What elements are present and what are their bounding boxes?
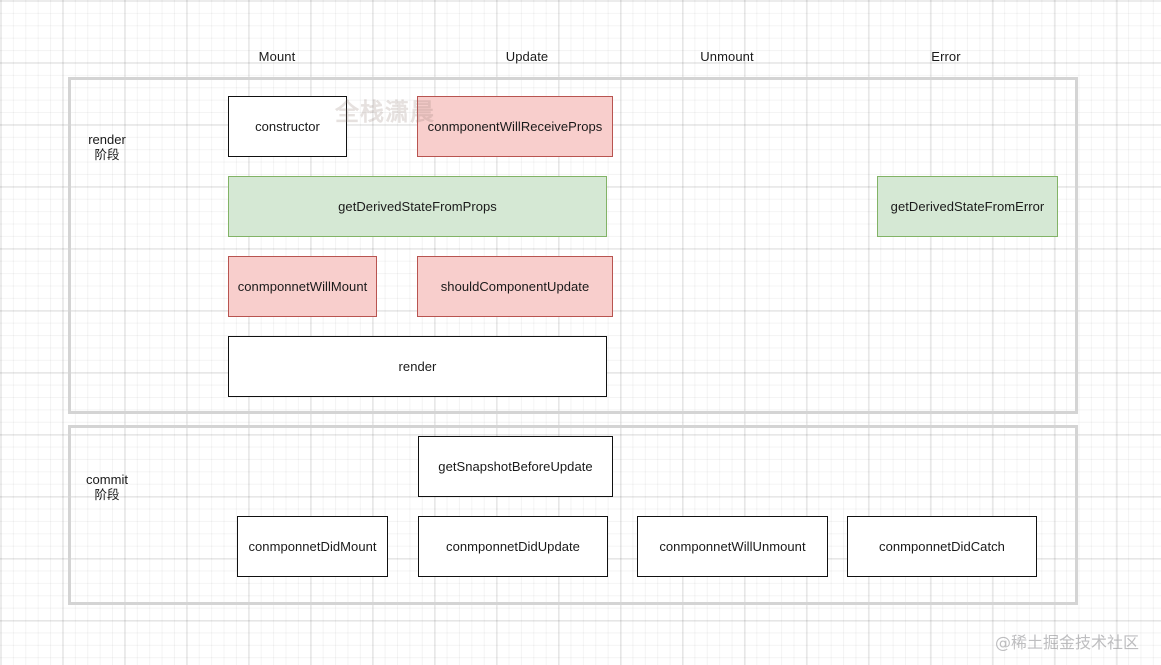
- phase-label-commit-cn: 阶段: [94, 486, 120, 502]
- node-get-derived-state-from-props[interactable]: getDerivedStateFromProps: [228, 176, 607, 237]
- column-header-update: Update: [505, 49, 549, 64]
- node-component-will-unmount[interactable]: conmponnetWillUnmount: [637, 516, 828, 577]
- phase-label-render-cn: 阶段: [94, 146, 120, 162]
- node-render[interactable]: render: [228, 336, 607, 397]
- phase-label-render-en: render: [88, 132, 126, 147]
- phase-container-commit: [68, 425, 1078, 605]
- node-component-will-receive-props[interactable]: conmponentWillReceiveProps: [417, 96, 613, 157]
- node-component-will-mount[interactable]: conmponnetWillMount: [228, 256, 377, 317]
- column-header-mount: Mount: [258, 49, 296, 64]
- node-component-did-mount[interactable]: conmponnetDidMount: [237, 516, 388, 577]
- phase-container-render: [68, 77, 1078, 414]
- node-constructor[interactable]: constructor: [228, 96, 347, 157]
- column-header-error: Error: [931, 49, 961, 64]
- phase-label-commit: commit 阶段: [86, 472, 128, 502]
- node-component-did-update[interactable]: conmponnetDidUpdate: [418, 516, 608, 577]
- watermark-footer: @稀土掘金技术社区: [994, 633, 1139, 652]
- column-header-unmount: Unmount: [700, 49, 754, 64]
- phase-label-render: render 阶段: [88, 132, 126, 162]
- phase-label-commit-en: commit: [86, 472, 128, 487]
- node-get-derived-state-from-error[interactable]: getDerivedStateFromError: [877, 176, 1058, 237]
- node-component-did-catch[interactable]: conmponnetDidCatch: [847, 516, 1037, 577]
- node-should-component-update[interactable]: shouldComponentUpdate: [417, 256, 613, 317]
- node-get-snapshot-before-update[interactable]: getSnapshotBeforeUpdate: [418, 436, 613, 497]
